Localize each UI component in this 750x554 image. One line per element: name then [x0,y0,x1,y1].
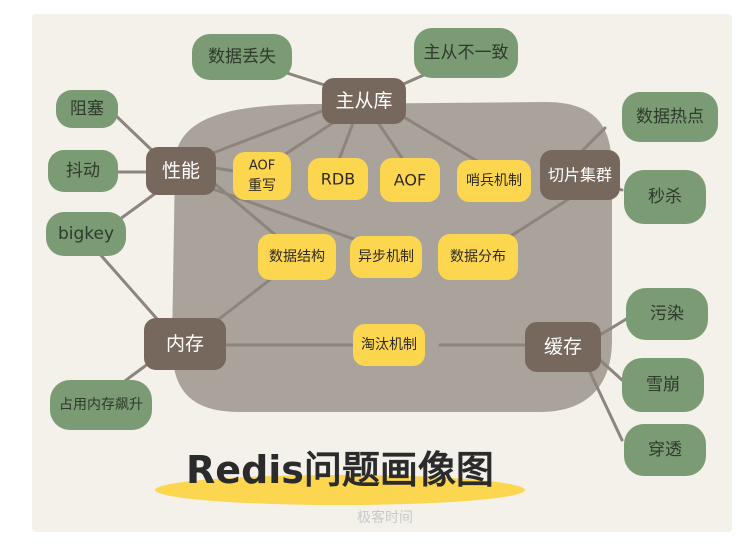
flashsale-label: 秒杀 [648,187,682,207]
yellow-node-async: 异步机制 [350,236,422,278]
cache-label: 缓存 [544,336,582,358]
title-highlight [155,475,525,505]
yellow-node-datastructure: 数据结构 [258,234,336,280]
brown-node-sharding: 切片集群 [540,150,620,200]
rdb-label: RDB [321,170,355,189]
penetration-label: 穿透 [648,440,682,460]
memoryspike-label: 占用内存飙升 [59,397,143,413]
green-node-avalanche: 雪崩 [622,358,704,412]
yellow-node-distribution: 数据分布 [438,234,518,280]
brown-node-performance: 性能 [146,147,216,195]
edge-cache-penetration [588,370,624,442]
brown-node-masterslave: 主从库 [322,78,406,124]
green-node-jitter: 抖动 [48,150,118,192]
hotspot-label: 数据热点 [636,107,704,127]
sharding-label: 切片集群 [548,166,612,185]
performance-label: 性能 [162,160,200,182]
green-node-pollution: 污染 [626,288,708,340]
yellow-node-aof: AOF [380,158,440,202]
pollution-label: 污染 [650,304,684,324]
jitter-label: 抖动 [66,161,100,181]
green-node-dataloss: 数据丢失 [192,34,292,80]
edge-cache-pollution [598,316,630,337]
yellow-node-eviction: 淘汰机制 [353,324,425,366]
blocking-label: 阻塞 [70,99,104,119]
bigkey-label: bigkey [58,224,114,244]
dataloss-label: 数据丢失 [208,47,276,67]
yellow-node-sentinel: 哨兵机制 [457,160,531,202]
edge-cache-avalanche [598,358,624,382]
eviction-label: 淘汰机制 [361,337,417,353]
green-node-memoryspike: 占用内存飙升 [50,380,152,430]
brown-node-memory: 内存 [144,318,226,370]
aof-label: AOF [394,171,426,190]
green-node-bigkey: bigkey [46,212,126,256]
memory-label: 内存 [166,333,204,355]
async-label: 异步机制 [358,249,414,265]
datastructure-label: 数据结构 [269,249,325,265]
aofrewrite-label-line2: 重写 [248,178,276,194]
avalanche-label: 雪崩 [646,375,680,395]
yellow-node-rdb: RDB [308,158,368,200]
green-node-inconsistency: 主从不一致 [414,28,518,78]
edge-memory-bigkey [96,250,167,330]
inconsistency-label: 主从不一致 [424,43,509,63]
edge-masterslave-performance [198,106,332,160]
masterslave-label: 主从库 [335,90,392,112]
green-node-hotspot: 数据热点 [622,92,718,142]
sentinel-label: 哨兵机制 [466,173,522,189]
brown-node-cache: 缓存 [525,322,601,372]
diagram-title: Redis问题画像图 [186,448,494,492]
aofrewrite-label-line1: AOF [249,159,275,174]
yellow-node-aofrewrite: AOF 重写 [233,152,291,200]
green-node-penetration: 穿透 [624,424,706,476]
watermark-text: 极客时间 [357,509,413,526]
edge-performance-async [208,186,367,245]
green-node-blocking: 阻塞 [56,90,118,128]
green-node-flashsale: 秒杀 [624,170,706,224]
distribution-label: 数据分布 [450,249,506,265]
